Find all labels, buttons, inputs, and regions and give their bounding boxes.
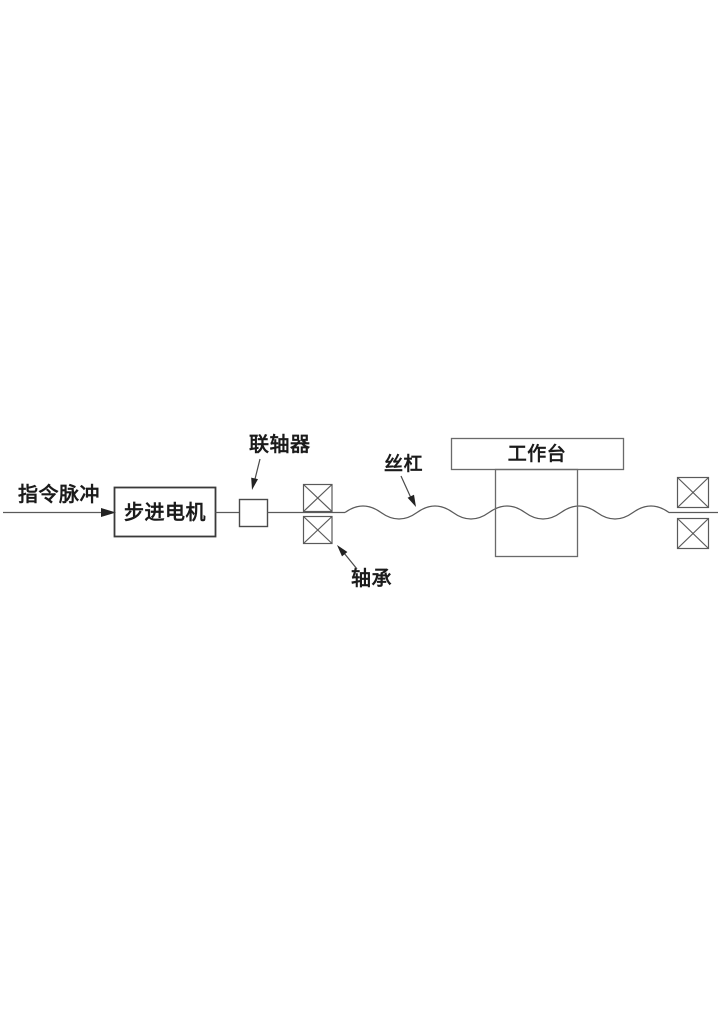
lead-screw-leader-arrow <box>400 475 416 507</box>
bearing-block-right-top <box>676 476 710 509</box>
coupling-arrowhead-icon <box>251 477 258 490</box>
bearing-arrowhead-icon <box>337 545 348 557</box>
bearing-leader-line <box>343 552 358 570</box>
coupling-leader-arrow <box>251 458 261 490</box>
coupling-label: 联轴器 <box>249 432 311 456</box>
lead-screw-arrowhead-icon <box>407 494 416 507</box>
bearing-block-right-bottom <box>676 517 710 550</box>
bearing-leader-arrow <box>337 545 358 570</box>
worktable-label: 工作台 <box>508 442 567 465</box>
bearing-block-left-top <box>302 483 333 513</box>
command-pulse-label: 指令脉冲 <box>18 482 100 506</box>
command-pulse-arrowhead-icon <box>101 508 116 517</box>
command-pulse-arrow <box>3 508 116 517</box>
lead-screw-label: 丝杠 <box>384 452 423 475</box>
stepper-motor-label: 步进电机 <box>124 500 206 524</box>
lead-screw-wave <box>344 505 718 520</box>
bearing-label: 轴承 <box>351 566 392 590</box>
coupling-box <box>238 498 269 528</box>
bearing-block-left-bottom <box>302 515 333 545</box>
lead-screw-leader-line <box>400 475 412 499</box>
nut-carriage-box <box>494 468 579 558</box>
coupling-leader-line <box>253 458 261 482</box>
